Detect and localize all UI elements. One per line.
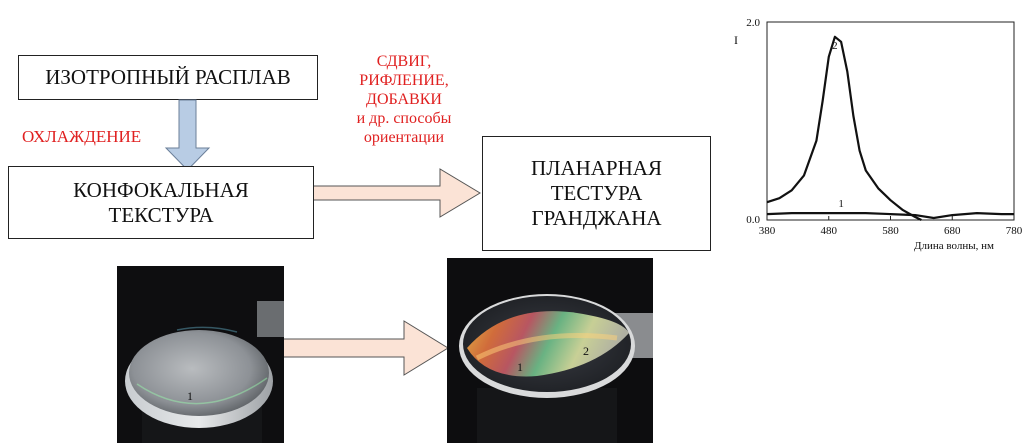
series-2-line xyxy=(766,35,922,221)
isotropic-melt-box: ИЗОТРОПНЫЙ РАСПЛАВ xyxy=(18,55,318,100)
plot-frame xyxy=(766,21,1015,221)
methods-line-1: СДВИГ, xyxy=(376,53,432,70)
isotropic-melt-label: ИЗОТРОПНЫЙ РАСПЛАВ xyxy=(45,65,291,89)
confocal-texture-line1: КОНФОКАЛЬНАЯ xyxy=(73,177,249,202)
down-arrow xyxy=(164,99,211,171)
planar-texture-photo: 1 2 xyxy=(447,258,653,443)
x-tick-label-3: 680 xyxy=(944,225,961,237)
x-tick-label-1: 480 xyxy=(821,225,838,237)
confocal-texture-photo: 1 xyxy=(117,266,284,443)
planar-texture-box: ПЛАНАРНАЯ ТЕСТУРА ГРАНДЖАНА xyxy=(482,136,711,251)
methods-line-3: ДОБАВКИ xyxy=(366,91,442,108)
x-axis-label: Длина волны, нм xyxy=(914,240,994,252)
y-tick-label-0: 0.0 xyxy=(746,214,760,226)
photo-right-label-1: 1 xyxy=(517,360,523,374)
right-arrow-bottom xyxy=(282,320,449,376)
series-1-line xyxy=(766,212,1014,220)
y-tick-label-1: 2.0 xyxy=(746,17,760,29)
x-tick-label-0: 380 xyxy=(759,225,776,237)
orientation-methods-label: СДВИГ, РИФЛЕНИЕ, ДОБАВКИ и др. способы о… xyxy=(345,52,463,147)
planar-texture-line3: ГРАНДЖАНА xyxy=(531,206,662,230)
planar-photo-image xyxy=(447,258,653,443)
confocal-photo-image xyxy=(117,266,284,443)
confocal-texture-box: КОНФОКАЛЬНАЯ ТЕКСТУРА xyxy=(8,166,314,239)
photo-right-label-2: 2 xyxy=(583,344,589,358)
y-axis-label: I xyxy=(734,33,738,47)
series-2-label: 2 xyxy=(832,40,838,52)
x-tick-label-4: 780 xyxy=(1006,225,1023,237)
right-arrow-top xyxy=(312,168,481,218)
methods-line-5: ориентации xyxy=(363,129,445,146)
confocal-texture-line2: ТЕКСТУРА xyxy=(108,202,214,227)
planar-texture-line2: ТЕСТУРА xyxy=(550,181,643,205)
transmission-spectrum-chart: 380 480 580 680 780 0.0 2.0I Длина волны, нм 1 2 xyxy=(734,17,1023,252)
x-tick-label-2: 580 xyxy=(882,225,899,237)
methods-line-4: и др. способы xyxy=(356,110,452,127)
methods-line-2: РИФЛЕНИЕ, xyxy=(359,72,449,89)
cooling-label: ОХЛАЖДЕНИЕ xyxy=(22,127,142,146)
planar-texture-line1: ПЛАНАРНАЯ xyxy=(531,156,662,180)
series-1-label: 1 xyxy=(838,198,844,210)
photo-left-label: 1 xyxy=(187,389,193,403)
